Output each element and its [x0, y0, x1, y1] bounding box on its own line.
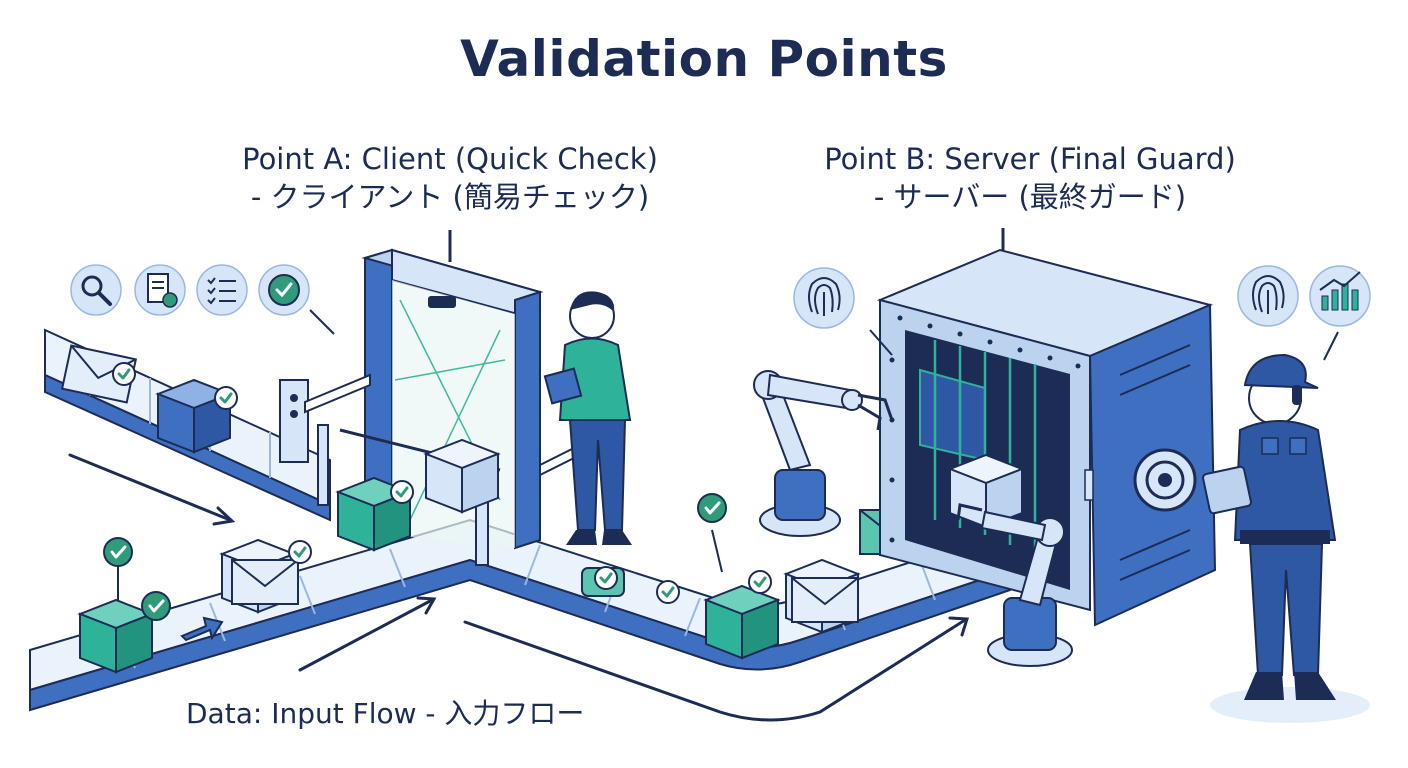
point-a-label-en: Point A: Client (Quick Check) — [242, 142, 658, 176]
point-b-label-en: Point B: Server (Final Guard) — [824, 142, 1236, 176]
document-check-icon — [134, 264, 186, 316]
data-packets — [61, 344, 941, 673]
point-a-label-ja: - クライアント (簡易チェック) — [250, 180, 650, 214]
security-guard-person — [1202, 353, 1370, 723]
checkmark-icon — [258, 264, 310, 316]
check-markers — [102, 492, 728, 600]
search-icon — [70, 264, 122, 316]
flow-arrows — [68, 453, 970, 722]
robot-arm-lower — [956, 503, 1073, 667]
analytics-chart-icon — [1309, 265, 1371, 327]
point-b-label: Point B: Server (Final Guard) - サーバー (最終… — [720, 140, 1340, 216]
checklist-icon — [196, 264, 248, 316]
fingerprint-icon — [793, 267, 855, 329]
diagram-title: Validation Points — [460, 30, 948, 88]
client-operator-person — [543, 291, 632, 545]
server-check-icons — [793, 265, 1371, 361]
fingerprint-icon — [1237, 265, 1299, 327]
server-vault — [876, 248, 1217, 627]
robot-arm-upper — [753, 370, 894, 537]
point-b-label-ja: - サーバー (最終ガード) — [873, 180, 1187, 214]
small-arrow-icon — [180, 616, 224, 642]
input-flow-label: Data: Input Flow - 入力フロー — [186, 697, 585, 730]
client-check-icons — [70, 264, 335, 335]
point-a-label: Point A: Client (Quick Check) - クライアント (… — [140, 140, 760, 216]
